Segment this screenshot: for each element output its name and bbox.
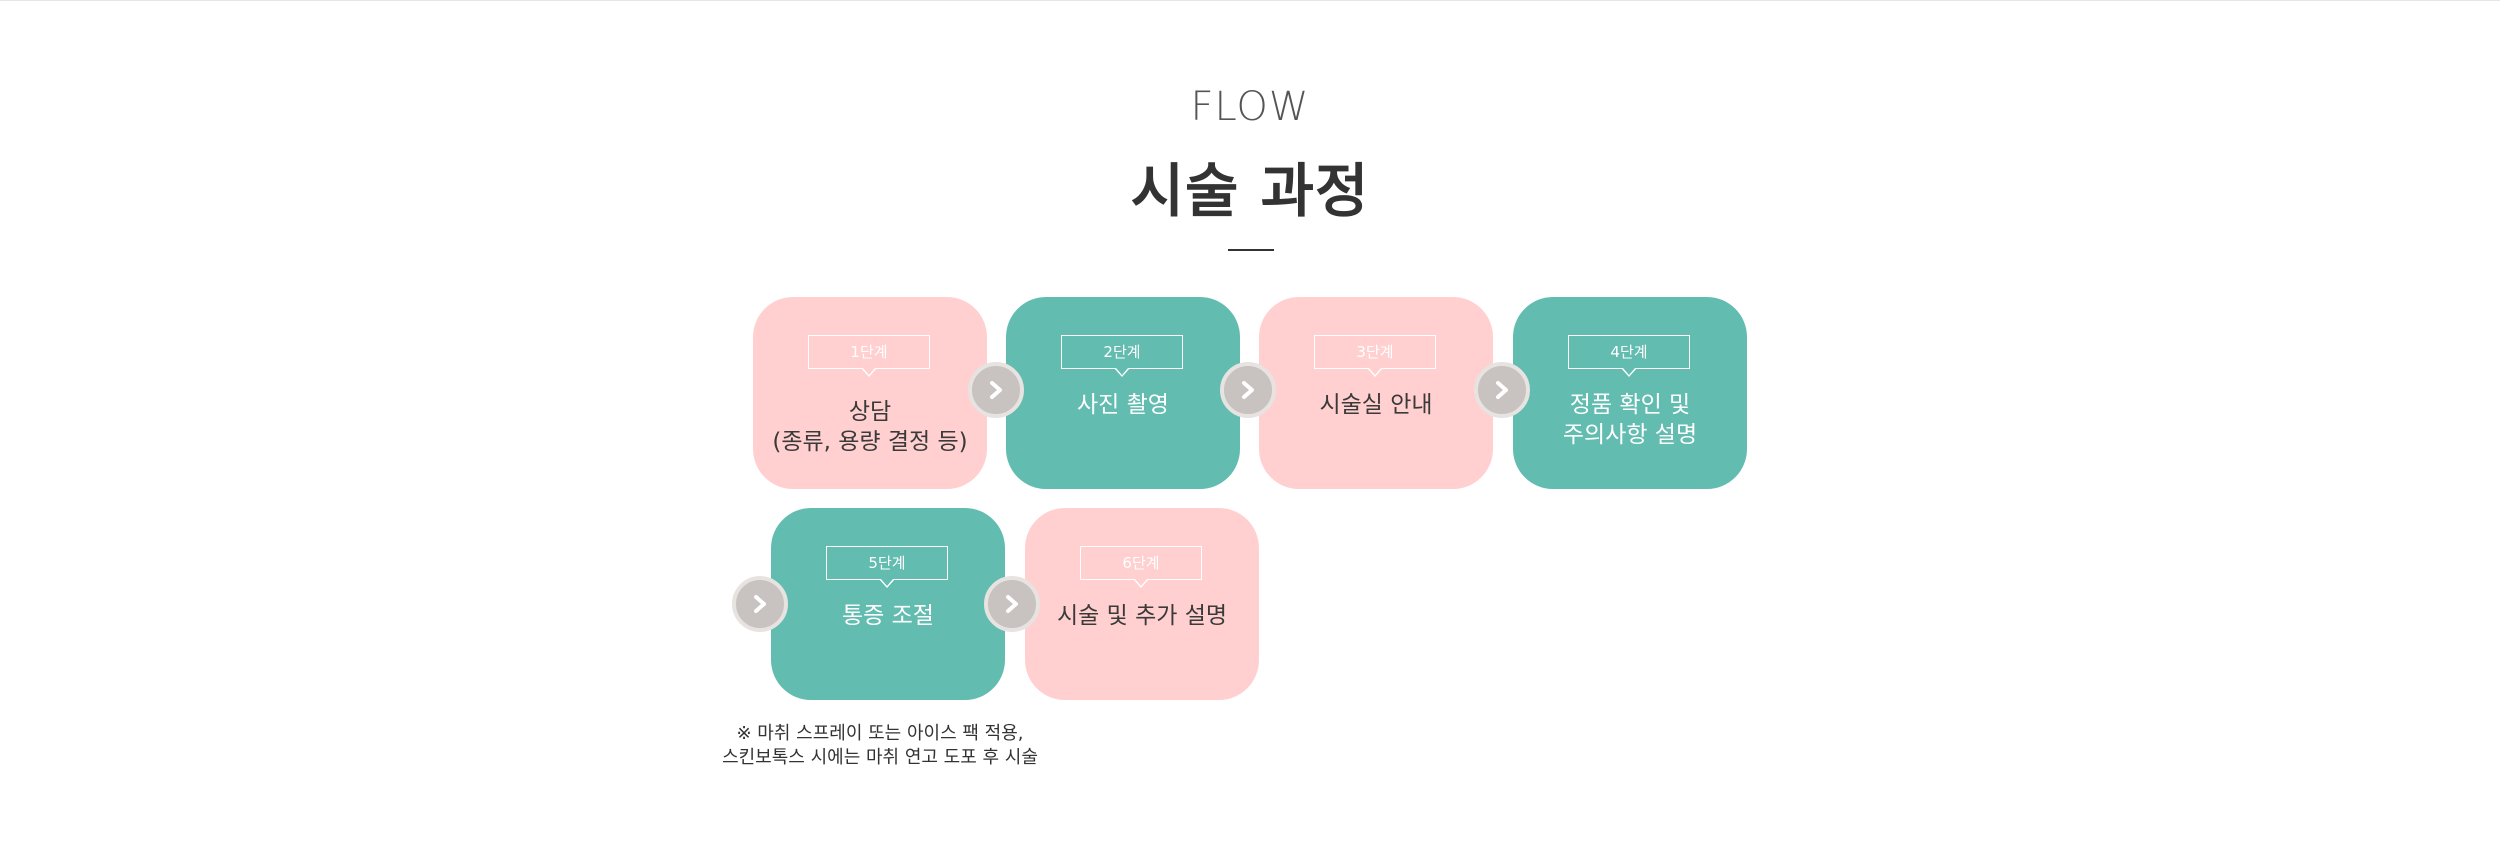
step-card-2: 2단계 사진 촬영 xyxy=(1006,297,1240,489)
step-badge: 2단계 xyxy=(1061,335,1183,377)
step-badge: 4단계 xyxy=(1568,335,1690,377)
chevron-right-icon xyxy=(732,576,788,632)
step-card-6: 6단계 시술 및 추가 설명 xyxy=(1025,508,1259,700)
step-card-4: 4단계 정품 확인 및 주의사항 설명 xyxy=(1513,297,1747,489)
chevron-right-icon xyxy=(984,576,1040,632)
step-label: 사진 촬영 xyxy=(1077,392,1169,418)
step-card-1: 1단계 상담 (종류, 용량 결정 등) xyxy=(753,297,987,489)
title-underline xyxy=(1228,249,1274,251)
chevron-right-icon xyxy=(968,362,1024,418)
step-label: 정품 확인 및 주의사항 설명 xyxy=(1562,392,1698,448)
chevron-right-icon xyxy=(1220,362,1276,418)
section-eyebrow: FLOW xyxy=(1190,84,1310,130)
step-label: 통증 조절 xyxy=(842,603,934,629)
step-card-3: 3단계 시술실 안내 xyxy=(1259,297,1493,489)
footnote: ※ 마취 스프레이 또는 아이스 팩 적용, 스킨보톡스 시에는 마취 연고 도… xyxy=(722,723,1038,768)
step-badge: 3단계 xyxy=(1314,335,1436,377)
step-badge: 6단계 xyxy=(1080,546,1202,588)
step-label: 상담 (종류, 용량 결정 등) xyxy=(772,399,968,455)
step-badge: 1단계 xyxy=(808,335,930,377)
step-label: 시술 및 추가 설명 xyxy=(1056,603,1228,629)
step-badge: 5단계 xyxy=(826,546,948,588)
top-divider xyxy=(0,0,2500,1)
step-card-5: 5단계 통증 조절 xyxy=(771,508,1005,700)
page-title: 시술 과정 xyxy=(1130,157,1370,225)
step-label: 시술실 안내 xyxy=(1319,392,1433,418)
chevron-right-icon xyxy=(1474,362,1530,418)
